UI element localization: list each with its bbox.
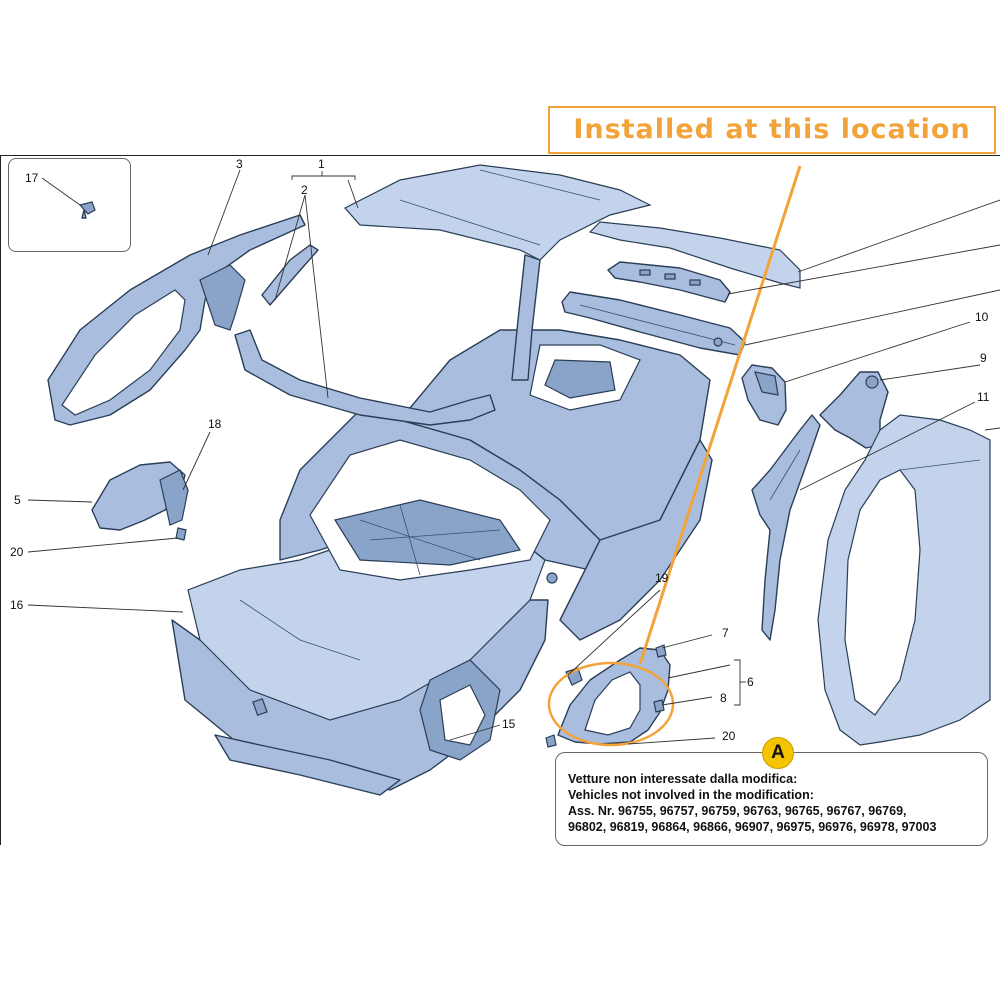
part-number-labels: 17 3 1 2 18 5 20 16 19 7 6 8 20 15 10 9 …: [10, 157, 990, 743]
label-part-20-right: 20: [722, 729, 736, 743]
label-part-1: 1: [318, 157, 325, 171]
label-part-18: 18: [208, 417, 222, 431]
label-part-3: 3: [236, 157, 243, 171]
windshield-frame: [234, 244, 496, 426]
label-part-17: 17: [25, 171, 39, 185]
rear-spoiler-panel: [588, 221, 801, 289]
label-part-15: 15: [502, 717, 516, 731]
label-part-8: 8: [720, 691, 727, 705]
leader-lines: [27, 169, 1000, 745]
exploded-parts-diagram: [0, 155, 1000, 845]
label-part-10: 10: [975, 310, 989, 324]
note-line-assembly-numbers-cont: 96802, 96819, 96864, 96866, 96907, 96975…: [568, 820, 937, 834]
note-line-italian: Vetture non interessate dalla modifica:: [568, 772, 798, 786]
main-body-shell: [171, 329, 713, 796]
rear-wheelhouse-part-11: [751, 414, 821, 641]
label-part-19: 19: [655, 571, 669, 585]
label-part-11: 11: [977, 390, 990, 404]
installed-location-callout: Installed at this location: [548, 106, 996, 154]
bracket-part-9: [819, 371, 889, 449]
note-line-assembly-numbers: Ass. Nr. 96755, 96757, 96759, 96763, 967…: [568, 804, 907, 818]
label-part-16: 16: [10, 598, 24, 612]
vehicle-note-box: Vetture non interessate dalla modifica: …: [555, 752, 988, 846]
rear-spoiler-bracket: [607, 261, 731, 303]
note-line-english: Vehicles not involved in the modificatio…: [568, 788, 814, 802]
side-frame: [47, 214, 306, 426]
label-part-2: 2: [301, 183, 308, 197]
label-part-6: 6: [747, 675, 754, 689]
inset-detail-box: [8, 158, 131, 252]
rear-quarter-panel: [817, 414, 991, 746]
label-part-5: 5: [14, 493, 21, 507]
label-part-7: 7: [722, 626, 729, 640]
front-fender-left: [91, 461, 189, 541]
label-part-9: 9: [980, 351, 987, 365]
roof-panel: [344, 164, 652, 381]
installed-location-highlight: [547, 661, 675, 747]
note-badge: A: [762, 737, 794, 769]
bracket-part-10: [741, 364, 787, 426]
clip-part-17: [78, 201, 96, 219]
callout-pointer-line: [638, 165, 802, 665]
label-part-20-left: 20: [10, 545, 24, 559]
